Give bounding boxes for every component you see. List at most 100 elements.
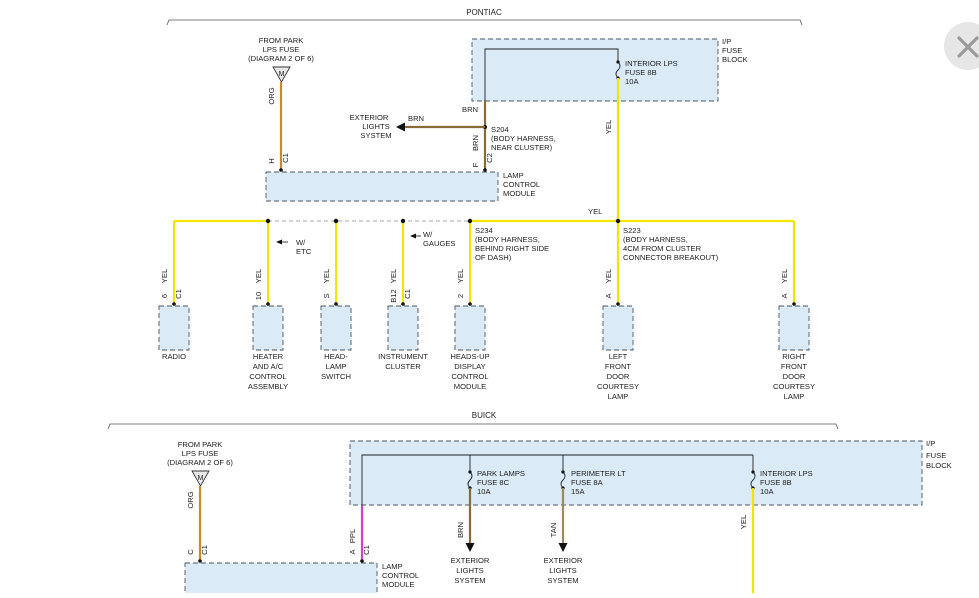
component-box xyxy=(778,305,810,351)
arrow-left-icon xyxy=(396,122,405,132)
s234-label-4: OF DASH) xyxy=(475,253,512,262)
buick-pin-c1b: C1 xyxy=(362,545,371,555)
component-label: LEFT xyxy=(609,352,628,361)
component-wire-color: YEL xyxy=(456,269,465,283)
component-box xyxy=(252,305,284,351)
park-fuse-label-3: 10A xyxy=(477,487,491,496)
buick-exterior1-label-1: EXTERIOR xyxy=(451,556,490,565)
interior-fuse-label-1: INTERIOR LPS xyxy=(625,59,678,68)
buick-from-park-label-1: FROM PARK xyxy=(178,440,223,449)
park-fuse-label-2: FUSE 8C xyxy=(477,478,510,487)
exterior-label-1: EXTERIOR xyxy=(350,113,389,122)
component-wire-color: YEL xyxy=(160,269,169,283)
pontiac-lamp-control-module xyxy=(265,171,499,202)
buick-from-park-label-2: LPS FUSE xyxy=(182,449,219,458)
from-park-label-2: LPS FUSE xyxy=(263,45,300,54)
component-terminal xyxy=(334,302,338,306)
lcm-label-2: CONTROL xyxy=(503,180,540,189)
exterior-label-3: SYSTEM xyxy=(360,131,391,140)
buick-bracket xyxy=(107,423,839,430)
fuse-block-label-1: I/P xyxy=(722,37,731,46)
component-label: MODULE xyxy=(454,382,487,391)
component-pin: A xyxy=(604,293,613,299)
buick-fuse-drops xyxy=(469,455,754,472)
pontiac-section: PONTIAC I/P FUSE BLOCK INTERIOR LPS FUSE… xyxy=(158,8,815,401)
component-label: CONTROL xyxy=(451,372,488,381)
component-terminal xyxy=(616,302,620,306)
brn-label-lcm: BRN xyxy=(471,135,480,151)
s204-label-2: (BODY HARNESS, xyxy=(491,134,556,143)
w-gauges-label-2: GAUGES xyxy=(423,239,456,248)
component-wire-color: YEL xyxy=(780,269,789,283)
component-label: LAMP xyxy=(784,392,805,401)
component-label: FRONT xyxy=(781,362,808,371)
component-wire-color: YEL xyxy=(389,269,398,283)
component-label: RIGHT xyxy=(782,352,806,361)
component-box xyxy=(602,305,634,351)
bus-splice xyxy=(333,218,339,224)
buick-fuse-block-label-2: FUSE xyxy=(926,451,946,460)
component-label: DOOR xyxy=(607,372,630,381)
component-box xyxy=(158,305,190,351)
buick-lcm-terminal xyxy=(360,559,364,563)
buick-interior-fuse-label-2: FUSE 8B xyxy=(760,478,792,487)
buick-pin-a: A xyxy=(348,549,357,555)
close-button[interactable] xyxy=(944,22,979,70)
component-box xyxy=(387,305,419,351)
pontiac-title: PONTIAC xyxy=(466,8,502,17)
component-label: FRONT xyxy=(605,362,632,371)
buick-exterior2-label-2: LIGHTS xyxy=(549,566,576,575)
s204-label-3: NEAR CLUSTER) xyxy=(491,143,553,152)
component-box xyxy=(320,305,352,351)
pin-h: H xyxy=(267,158,276,163)
arrow-down-icon xyxy=(558,543,568,552)
pin-c2: C2 xyxy=(485,153,494,163)
fuse-node xyxy=(751,470,755,474)
close-icon xyxy=(957,36,979,58)
buick-pin-c1: C1 xyxy=(200,545,209,555)
fuse-block-label-3: BLOCK xyxy=(722,55,748,64)
s223-label-3: 4CM FROM CLUSTER xyxy=(623,244,702,253)
buick-brn-label: BRN xyxy=(456,522,465,538)
exterior-label-2: LIGHTS xyxy=(362,122,389,131)
component-label: COURTESY xyxy=(773,382,815,391)
org-label: ORG xyxy=(267,87,276,104)
component-label: SWITCH xyxy=(321,372,351,381)
yel-bus-label: YEL xyxy=(588,207,602,216)
yel-feed-label: YEL xyxy=(604,120,613,134)
component-pin: S xyxy=(322,293,331,298)
component-pin: 2 xyxy=(456,294,465,298)
buick-fuse-bus xyxy=(361,454,753,506)
s223-splice xyxy=(615,218,621,224)
component-label: HEAD- xyxy=(324,352,348,361)
interior-fuse-symbol xyxy=(615,61,621,79)
buick-interior-fuse-label-3: 10A xyxy=(760,487,774,496)
buick-section: BUICK FROM PARK LPS FUSE (DIAGRAM 2 OF 6… xyxy=(107,411,952,598)
park-fuse-symbol xyxy=(467,471,473,489)
buick-connector-m-label: M xyxy=(198,475,204,482)
fuse-node xyxy=(468,470,472,474)
buick-lamp-control-module xyxy=(184,562,378,598)
component-terminal xyxy=(792,302,796,306)
buick-title: BUICK xyxy=(472,411,497,420)
component-terminal xyxy=(172,302,176,306)
buick-interior-fuse-label-1: INTERIOR LPS xyxy=(760,469,813,478)
buick-lcm-label-3: MODULE xyxy=(382,580,415,589)
buick-pin-c: C xyxy=(186,549,195,555)
buick-fuse-block-label-3: BLOCK xyxy=(926,461,952,470)
buick-exterior2-label-1: EXTERIOR xyxy=(544,556,583,565)
lcm-label-1: LAMP xyxy=(503,171,524,180)
buick-from-park-label-3: (DIAGRAM 2 OF 6) xyxy=(167,458,233,467)
s223-label-4: CONNECTOR BREAKOUT) xyxy=(623,253,719,262)
s223-label-1: S223 xyxy=(623,226,641,235)
component-terminal xyxy=(468,302,472,306)
lcm-terminal xyxy=(279,168,283,172)
arrow-left-icon xyxy=(276,239,282,245)
pontiac-ip-fuse-block xyxy=(471,38,719,102)
interior-fuse-symbol xyxy=(750,471,756,489)
component-label: HEATER xyxy=(253,352,284,361)
perimeter-fuse-label-1: PERIMETER LT xyxy=(571,469,626,478)
interior-fuse-label-3: 10A xyxy=(625,77,639,86)
